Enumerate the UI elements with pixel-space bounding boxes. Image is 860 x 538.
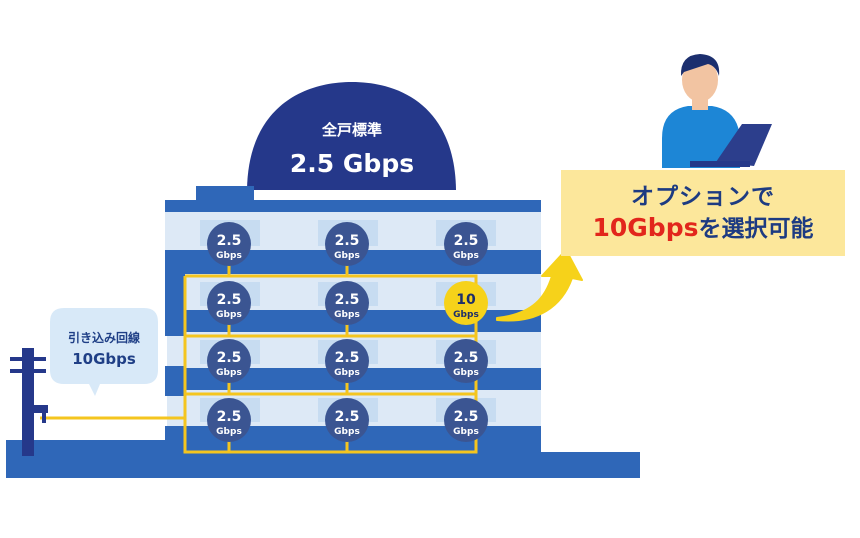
node-speed-unit: Gbps — [453, 427, 479, 437]
person-with-laptop-icon — [662, 54, 772, 168]
option-speed: 10Gbps — [592, 212, 699, 242]
dome-title: 全戸標準 — [321, 121, 382, 139]
node-circle — [444, 222, 488, 266]
roof-bar — [165, 200, 541, 212]
facade-left-window — [167, 336, 185, 366]
dome-speed: 2.5 Gbps — [290, 149, 414, 178]
node-circle — [325, 398, 369, 442]
node-speed-unit: Gbps — [334, 251, 360, 261]
facade-left-window — [167, 396, 185, 426]
node-speed-value: 2.5 — [454, 350, 479, 366]
node-speed-value: 2.5 — [335, 292, 360, 308]
node-speed-unit: Gbps — [453, 251, 479, 261]
node-speed-value: 2.5 — [335, 409, 360, 425]
node-speed-value: 2.5 — [454, 233, 479, 249]
node-circle — [325, 222, 369, 266]
node-speed-value: 2.5 — [217, 233, 242, 249]
node-speed-unit: Gbps — [216, 251, 242, 261]
node-circle — [444, 339, 488, 383]
node-circle — [325, 339, 369, 383]
facade-left — [165, 274, 185, 336]
incoming-line-bubble: 引き込み回線 10Gbps — [50, 308, 158, 396]
node-speed-unit: Gbps — [334, 368, 360, 378]
incoming-line-title: 引き込み回線 — [68, 330, 140, 345]
node-circle — [325, 281, 369, 325]
ground — [6, 452, 640, 478]
option-speed-node: 10Gbps — [444, 281, 488, 325]
node-speed-value: 2.5 — [217, 292, 242, 308]
node-speed-unit: Gbps — [216, 310, 242, 320]
node-speed-unit: Gbps — [334, 427, 360, 437]
option-detail-text: を選択可能 — [698, 215, 814, 242]
node-speed-unit: Gbps — [453, 368, 479, 378]
option-title: オプションで — [631, 183, 775, 210]
node-circle — [444, 398, 488, 442]
node-speed-unit: Gbps — [334, 310, 360, 320]
node-speed-value: 2.5 — [217, 350, 242, 366]
roof-block — [196, 186, 254, 200]
node-speed-unit: Gbps — [216, 427, 242, 437]
node-speed-value: 2.5 — [335, 350, 360, 366]
node-speed-value: 2.5 — [217, 409, 242, 425]
dome-shape — [247, 82, 456, 190]
node-speed-unit: Gbps — [453, 310, 479, 320]
node-circle — [207, 398, 251, 442]
utility-pole-icon — [10, 348, 48, 456]
speed-nodes: 2.5Gbps2.5Gbps2.5Gbps2.5Gbps2.5Gbps10Gbp… — [207, 222, 488, 442]
ground-step — [6, 440, 166, 452]
incoming-line-speed: 10Gbps — [72, 350, 136, 368]
node-speed-value: 2.5 — [454, 409, 479, 425]
node-circle — [207, 281, 251, 325]
node-speed-value: 10 — [456, 292, 476, 308]
node-circle — [444, 281, 488, 325]
node-speed-unit: Gbps — [216, 368, 242, 378]
facade-left — [165, 426, 185, 452]
facade-left — [165, 366, 185, 396]
option-box: オプションで 10Gbpsを選択可能 — [561, 170, 845, 256]
node-circle — [207, 222, 251, 266]
node-speed-value: 2.5 — [335, 233, 360, 249]
arrow-icon — [496, 249, 583, 322]
option-detail: 10Gbpsを選択可能 — [593, 212, 814, 245]
node-circle — [207, 339, 251, 383]
